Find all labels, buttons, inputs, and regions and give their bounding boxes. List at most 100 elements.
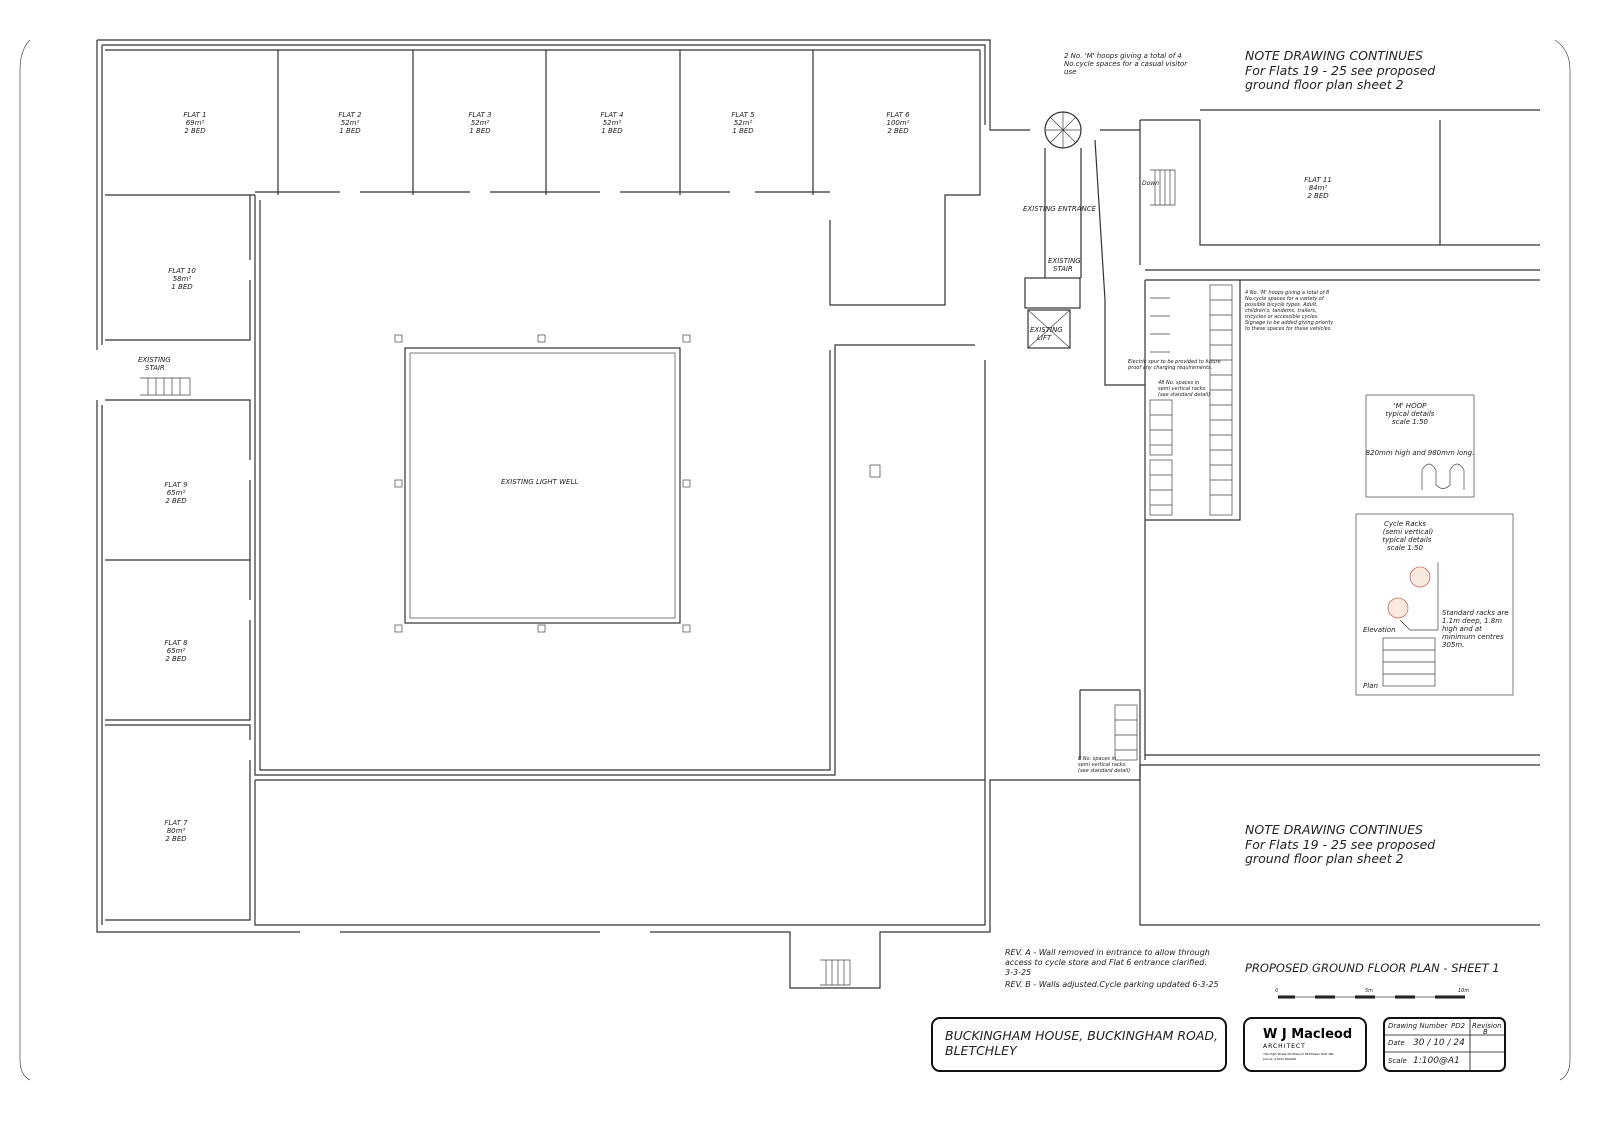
existing-stair-label-2: STAIR [145, 364, 165, 372]
flat-6-area: 100m² [887, 119, 910, 127]
flat-11-beds: 2 BED [1307, 192, 1329, 200]
note-line: Electric spur to be provided to future [1128, 359, 1221, 365]
sheet-border-right [1554, 39, 1571, 1081]
flat-2-area: 52m² [341, 119, 360, 127]
spec-line: Standard racks are [1442, 609, 1509, 617]
note-line: children's, tandems, trailers, [1245, 308, 1317, 314]
spec-line: 1.1m deep, 1.8m [1442, 617, 1502, 625]
sheet-border-left [19, 39, 31, 1081]
scale-bar-ticks: 0 5m 10m [1275, 988, 1469, 994]
flat-2-name: FLAT 2 [338, 111, 362, 119]
flat-11-area: 84m² [1309, 184, 1328, 192]
flat-5-area: 52m² [734, 119, 753, 127]
flat-7-name: FLAT 7 [164, 819, 188, 827]
flat-1-name: FLAT 1 [183, 111, 206, 119]
note-line: (see standard detail) [1158, 392, 1210, 398]
detail-title: (semi vertical) [1383, 528, 1434, 536]
flat-9-name: FLAT 9 [164, 481, 188, 489]
flat-7-beds: 2 BED [165, 835, 187, 843]
drawing-title: PROPOSED GROUND FLOOR PLAN - SHEET 1 [1245, 961, 1500, 975]
spec-line: minimum centres [1442, 633, 1504, 641]
rev-a-line: 3-3-25 [1005, 968, 1031, 977]
flat-10-area: 58m² [173, 275, 192, 283]
note-line: No.cycle spaces for a casual visitor [1064, 60, 1188, 68]
note-line: NOTE DRAWING CONTINUES [1245, 822, 1423, 837]
flat-1-beds: 2 BED [184, 127, 206, 135]
date-label: Date [1388, 1039, 1405, 1047]
flat-7-area: 80m² [167, 827, 186, 835]
existing-lift-label-2: LIFT [1037, 334, 1052, 342]
note-line: No.cycle spaces for a variety of [1245, 296, 1325, 302]
hoops-store-note: 4 No. 'M' hoops giving a total of 8 No.c… [1078, 290, 1334, 774]
flat-11-name: FLAT 11 [1304, 176, 1332, 184]
existing-stair-label-right-2: STAIR [1053, 265, 1073, 273]
note-line: For Flats 19 - 25 see proposed [1245, 837, 1435, 852]
note-line: Signage to be added giving priority [1245, 320, 1334, 326]
note-line: (see standard detail) [1078, 768, 1130, 774]
note-line: 48 No. spaces in [1158, 380, 1199, 386]
note-line: to these spaces for these vehicles. [1245, 326, 1332, 332]
scale-tick: 0 [1275, 988, 1278, 994]
rev-a-line: REV. A - Wall removed in entrance to all… [1005, 948, 1210, 957]
note-line: ground floor plan sheet 2 [1245, 851, 1404, 866]
note-line: 2 No. 'M' hoops giving a total of 4 [1064, 52, 1182, 60]
flat-9-area: 65m² [167, 489, 186, 497]
spec-line: 305m. [1442, 641, 1464, 649]
project-title: BUCKINGHAM HOUSE, BUCKINGHAM ROAD, [945, 1028, 1218, 1043]
revision-value: B [1483, 1028, 1488, 1036]
title-block: BUCKINGHAM HOUSE, BUCKINGHAM ROAD, BLETC… [931, 1017, 1506, 1072]
scale-label: Scale [1388, 1057, 1407, 1065]
existing-lift-label: EXISTING [1030, 326, 1063, 334]
revision-notes: REV. A - Wall removed in entrance to all… [1005, 948, 1219, 989]
visitor-hoops-note: 2 No. 'M' hoops giving a total of 4 No.c… [1064, 52, 1188, 76]
project-title-2: BLETCHLEY [945, 1043, 1018, 1058]
note-line: NOTE DRAWING CONTINUES [1245, 48, 1423, 63]
flat-8-name: FLAT 8 [164, 639, 188, 647]
m-hoop-detail: 'M' HOOP typical details scale 1:50 820m… [1365, 394, 1475, 498]
note-line: tricycles or accessible cycles. [1245, 314, 1319, 320]
scale-tick: 5m [1365, 988, 1373, 994]
flat-8-area: 65m² [167, 647, 186, 655]
existing-stair-label-right: EXISTING [1048, 257, 1081, 265]
flat-5-name: FLAT 5 [731, 111, 755, 119]
scale-tick: 10m [1458, 988, 1469, 994]
hoop-dims: 820mm high and 980mm long. [1366, 449, 1475, 457]
drawing-number: PD2 [1451, 1022, 1466, 1030]
light-well-label: EXISTING LIGHT WELL [501, 478, 578, 486]
continues-note-bottom: NOTE DRAWING CONTINUES For Flats 19 - 25… [1245, 822, 1435, 866]
note-line: ground floor plan sheet 2 [1245, 77, 1404, 92]
building-walls [96, 39, 1540, 999]
flat-labels: FLAT 1 69m² 2 BED FLAT 2 52m² 1 BED FLAT… [164, 111, 1331, 843]
note-line: 8 No. spaces in [1078, 756, 1116, 762]
note-line: semi vertical racks. [1158, 386, 1207, 392]
detail-title: typical details [1383, 536, 1432, 544]
flat-6-beds: 2 BED [887, 127, 909, 135]
space-labels: EXISTING STAIR EXISTING STAIR EXISTING L… [138, 180, 1159, 486]
detail-title: scale 1:50 [1387, 544, 1424, 552]
existing-entrance-label: EXISTING ENTRANCE [1023, 205, 1097, 213]
flat-4-beds: 1 BED [601, 127, 623, 135]
elevation-label: Elevation [1363, 626, 1396, 634]
rev-a-line: access to cycle store and Flat 6 entranc… [1005, 958, 1207, 967]
flat-3-area: 52m² [471, 119, 490, 127]
flat-4-area: 52m² [603, 119, 622, 127]
note-line: semi vertical racks. [1078, 762, 1127, 768]
flat-10-name: FLAT 10 [168, 267, 196, 275]
flat-6-name: FLAT 6 [886, 111, 910, 119]
note-line: use [1064, 68, 1076, 76]
date-value: 30 / 10 / 24 [1413, 1038, 1465, 1048]
flat-1-area: 69m² [186, 119, 205, 127]
flat-2-beds: 1 BED [339, 127, 361, 135]
down-label: Down [1142, 180, 1159, 187]
architect-name: W J Macleod [1263, 1027, 1352, 1042]
scale-value: 1:100@A1 [1413, 1056, 1460, 1066]
note-line: proof any charging requirements. [1127, 365, 1212, 371]
detail-title: scale 1:50 [1392, 418, 1429, 426]
architect-sub: ARCHITECT [1263, 1043, 1306, 1050]
flat-4-name: FLAT 4 [600, 111, 623, 119]
flat-5-beds: 1 BED [732, 127, 754, 135]
detail-title: typical details [1386, 410, 1435, 418]
continues-note-top: NOTE DRAWING CONTINUES For Flats 19 - 25… [1245, 48, 1435, 92]
detail-title: 'M' HOOP [1394, 402, 1427, 410]
